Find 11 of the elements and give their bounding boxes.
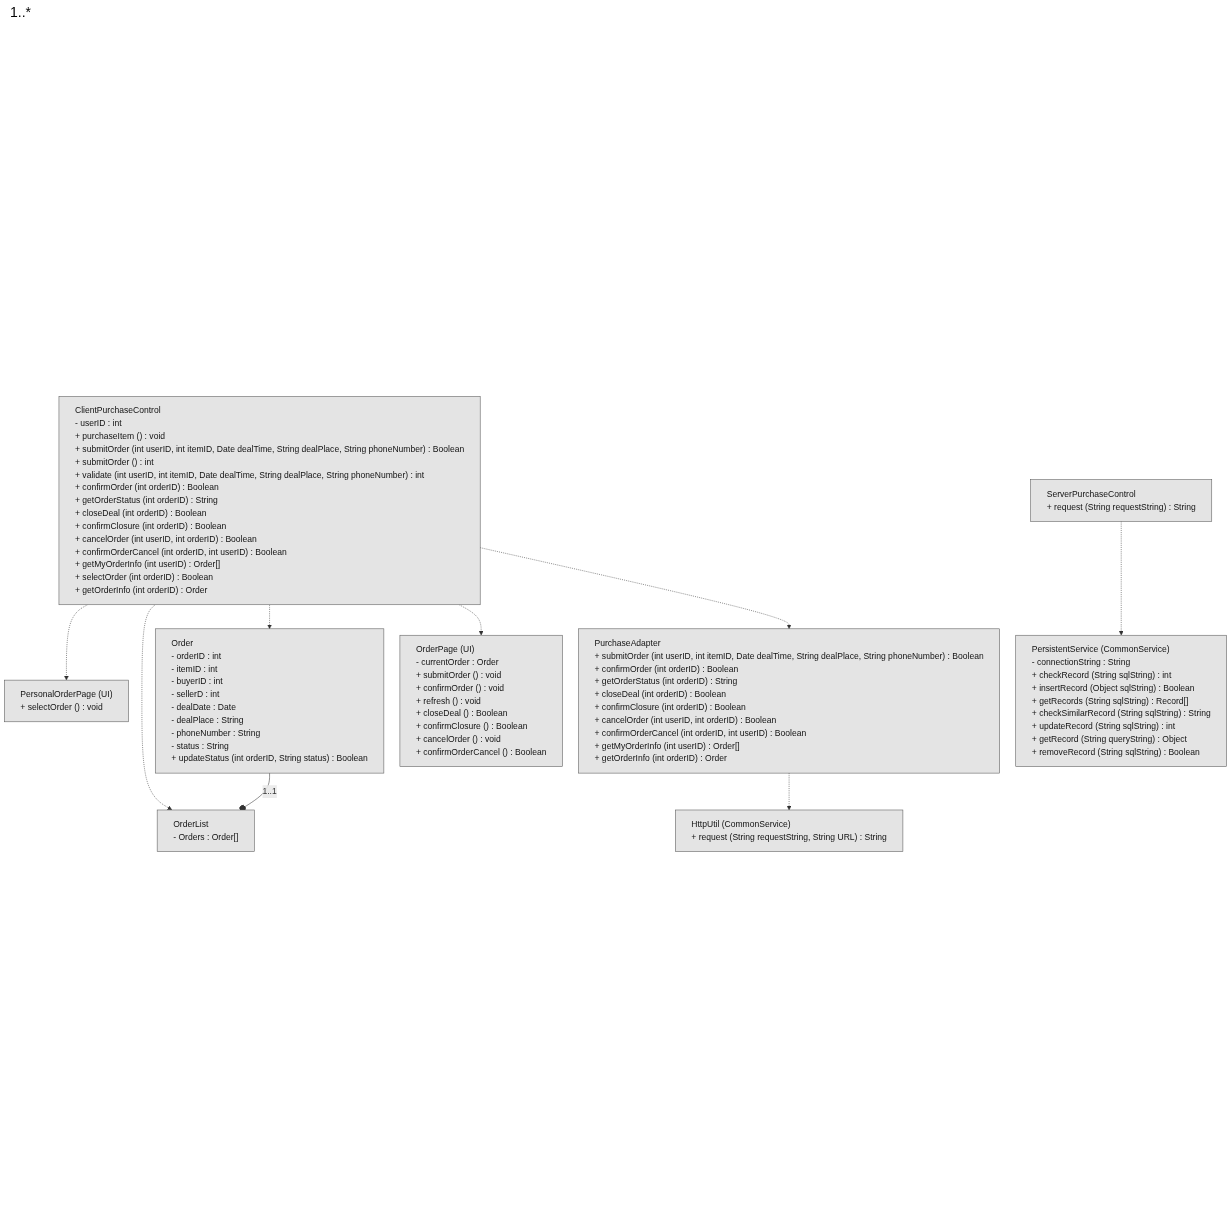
node-box: OrderPage (UI) - currentOrder : Order + submitOrder () : void + confirmOrder () : void + refresh () : void + closeDeal () : Boolean + confirmClosure () : Boolean + cancelOrder () : void + confirmOrderCancel () : Boolean (399, 634, 563, 767)
node-box: PurchaseAdapter + submitOrder (int userID, int itemID, Date dealTime, String dealPlace, String phoneNumber) : Boolean + confirmOrder (int orderID) : Boolean + getOrderStatus (int orderID) : String + closeDeal (int orderID) : Boolean + confirmClosure (int orderID) : Boolean + cancelOrder (int userID, int orderID) : Boolean + confirmOrderCancel (int orderID, int userID) : Boolean + getMyOrderInfo (int userID) : Order[] + getOrderInfo (int orderID) : Order (578, 628, 1000, 774)
node-box: PersistentService (CommonService) - connectionString : String + checkRecord (String sqlString) : int + insertRecord (Object sqlString) : Boolean + getRecords (String sqlString) : Record[] + checkSimilarRecord (String sqlString) : String + updateRecord (String sqlString) : int + getRecord (String queryString) : Object + removeRecord (String sqlString) : Boolean (1015, 634, 1227, 767)
node-box: PersonalOrderPage (UI) + selectOrder () : void (4, 679, 129, 723)
node-box: ServerPurchaseControl + request (String requestString) : String (1030, 479, 1213, 522)
node-box: Order - orderID : int - itemID : int - buyerID : int - sellerD : int - dealDate : Date - dealPlace : String - phoneNumber : String - status : String + updateStatus (int orderID, String status) : Boolean (155, 628, 385, 774)
node-box: OrderList - Orders : Order[] (156, 809, 255, 852)
multiplicity-label: 1..* (10, 4, 31, 20)
edge-label: 1..1 (262, 786, 277, 796)
node-box: HttpUtil (CommonService) + request (String requestString, String URL) : String (675, 809, 904, 852)
node-box: ClientPurchaseControl - userID : int + purchaseItem () : void + submitOrder (int userID, int itemID, Date dealTime, String dealPlace, String phoneNumber) : Boolean + submitOrder () : int + validate (int userID, int itemID, Date dealTime, String dealPlace, String phoneNumber) : int + confirmOrder (int orderID) : Boolean + getOrderStatus (int orderID) : String + closeDeal (int orderID) : Boolean + confirmClosure (int orderID) : Boolean + cancelOrder (int userID, int orderID) : Boolean + confirmOrderCancel (int orderID, int userID) : Boolean + getMyOrderInfo (int userID) : Order[] + selectOrder (int orderID) : Boolean + getOrderInfo (int orderID) : Order (58, 396, 481, 606)
